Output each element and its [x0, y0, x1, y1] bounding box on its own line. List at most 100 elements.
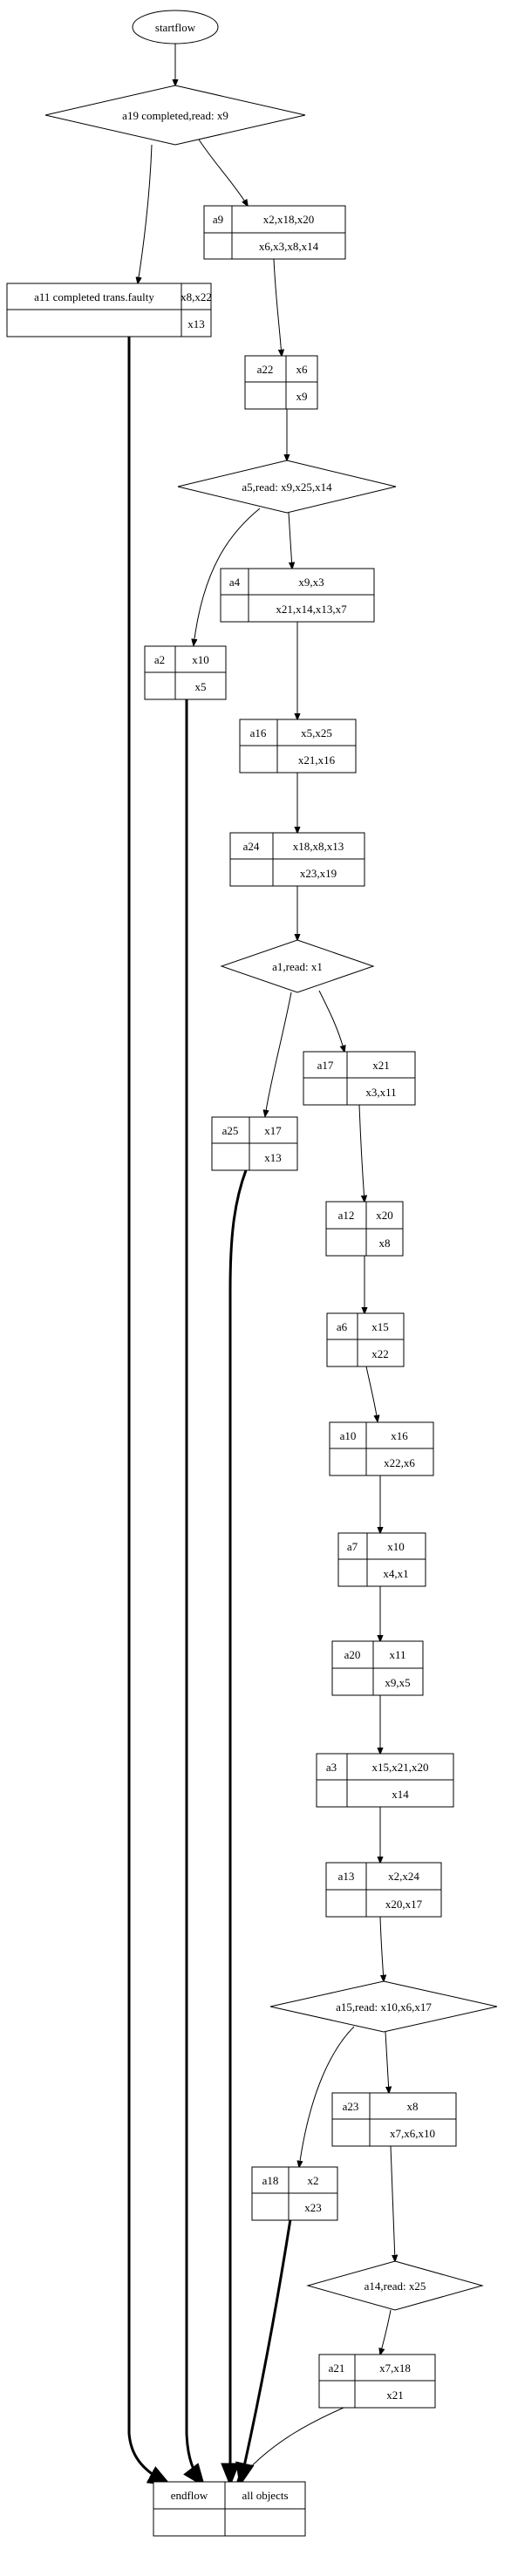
edge-a25-end: [230, 1169, 248, 2482]
record-a6: a6 x15 x22: [326, 1312, 405, 1367]
record-top: x2,x18,x20: [263, 213, 315, 226]
decision-label: a14,read: x25: [365, 2280, 426, 2293]
record-a23: a23 x8 x7,x6,x10: [331, 2092, 457, 2147]
record-top: x20: [376, 1209, 393, 1222]
edge-a17-a12: [358, 1104, 365, 1202]
record-top: x21: [372, 1059, 390, 1072]
record-a17: a17 x21 x3,x11: [303, 1051, 416, 1106]
record-name: a9: [213, 213, 223, 226]
edge-a11-end: [127, 337, 167, 2484]
record-top: x17: [264, 1124, 282, 1137]
record-top: x2,x24: [388, 1870, 419, 1883]
edge-a14-a21: [380, 2309, 392, 2355]
record-bottom: x14: [392, 1788, 409, 1801]
record-name: a2: [154, 653, 165, 666]
record-top: x16: [391, 1429, 408, 1442]
record-bottom: x22: [371, 1347, 389, 1360]
edge-a1-a17: [318, 990, 344, 1052]
record-a9: a9 x2,x18,x20 x6,x3,x8,x14: [203, 205, 346, 260]
record-name: a23: [343, 2100, 359, 2113]
record-bottom: x8: [379, 1237, 391, 1250]
record-a18: a18 x2 x23: [251, 2166, 338, 2221]
decision-a15: a15,read: x10,x6,x17: [269, 1980, 498, 2033]
record-a11: a11 completed trans.faulty x8,x22 x13: [6, 283, 212, 337]
record-top: x7,x18: [379, 2361, 411, 2375]
record-name: a18: [262, 2174, 279, 2187]
edge-a9-a22: [273, 258, 282, 356]
edge-a23-a14: [390, 2145, 395, 2261]
edge-a1-a25: [265, 992, 292, 1116]
record-name: a11 completed trans.faulty: [34, 290, 154, 303]
record-a7: a7 x10 x4,x1: [337, 1532, 426, 1587]
record-a3: a3 x15,x21,x20 x14: [316, 1753, 454, 1808]
record-name: a16: [250, 726, 267, 739]
edge-a15-a23: [385, 2031, 389, 2093]
record-name: a20: [344, 1648, 361, 1661]
record-name: a4: [229, 576, 241, 589]
record-top: x10: [387, 1540, 405, 1553]
record-bottom: x4,x1: [383, 1567, 408, 1580]
record-bottom: x5: [195, 680, 207, 693]
record-bottom: x23: [304, 2201, 322, 2214]
record-top: x9,x3: [298, 576, 324, 589]
record-a24: a24 x18,x8,x13 x23,x19: [229, 832, 365, 887]
record-top: x8,x22: [181, 290, 212, 303]
decision-a1: a1,read: x1: [220, 939, 375, 993]
record-top: x2: [308, 2174, 319, 2187]
record-a20: a20 x11 x9,x5: [331, 1640, 424, 1696]
record-top: x5,x25: [301, 726, 332, 739]
record-bottom: x9: [296, 390, 308, 403]
record-bottom: x21: [386, 2389, 404, 2402]
end-objects-label: all objects: [242, 2489, 288, 2502]
record-a16: a16 x5,x25 x21,x16: [239, 719, 357, 773]
record-bottom: x13: [187, 317, 205, 331]
edge-a15-a18: [299, 2026, 355, 2167]
decision-a5: a5,read: x9,x25,x14: [177, 460, 397, 514]
edge-a19-a9: [198, 139, 248, 206]
end-label: endflow: [171, 2489, 208, 2502]
record-a25: a25 x17 x13: [211, 1116, 298, 1171]
record-a13: a13 x2,x24 x20,x17: [325, 1862, 442, 1918]
edge-a5-a2: [194, 508, 261, 645]
record-top: x11: [389, 1648, 405, 1661]
start-node: startflow: [132, 10, 219, 44]
decision-label: a19 completed,read: x9: [122, 109, 228, 122]
record-a21: a21 x7,x18 x21: [318, 2354, 436, 2409]
record-a22: a22 x6 x9: [244, 355, 318, 410]
edge-a18-end: [241, 2218, 292, 2482]
edge-a13-a15: [379, 1916, 384, 1981]
record-name: a17: [317, 1059, 334, 1072]
decision-a14: a14,read: x25: [306, 2260, 484, 2311]
record-top: x6: [296, 363, 309, 376]
record-a10: a10 x16 x22,x6: [329, 1421, 434, 1476]
record-name: a13: [338, 1870, 355, 1883]
edge-a19-a11: [138, 144, 153, 283]
record-a12: a12 x20 x8: [325, 1201, 404, 1257]
record-name: a10: [340, 1429, 357, 1442]
record-bottom: x21,x16: [298, 753, 336, 767]
record-top: x8: [407, 2100, 419, 2113]
record-name: a6: [337, 1320, 348, 1333]
record-bottom: x21,x14,x13,x7: [276, 603, 347, 616]
record-name: a3: [326, 1761, 337, 1774]
decision-label: a1,read: x1: [272, 960, 323, 973]
record-name: a7: [347, 1540, 358, 1553]
record-bottom: x9,x5: [385, 1676, 410, 1689]
record-top: x15,x21,x20: [372, 1761, 429, 1774]
record-bottom: x20,x17: [385, 1898, 423, 1911]
record-bottom: x7,x6,x10: [390, 2127, 435, 2140]
record-name: a22: [257, 363, 274, 376]
decision-a19: a19 completed,read: x9: [44, 85, 306, 146]
edge-a2-end: [187, 699, 202, 2484]
record-name: a24: [243, 840, 260, 853]
edge-a6-a10: [365, 1366, 378, 1421]
record-top: x15: [371, 1320, 389, 1333]
record-a4: a4 x9,x3 x21,x14,x13,x7: [220, 568, 375, 623]
decision-label: a5,read: x9,x25,x14: [242, 480, 332, 494]
end-node: endflow all objects: [153, 2481, 306, 2537]
record-name: a12: [338, 1209, 355, 1222]
record-bottom: x13: [264, 1151, 282, 1164]
edges: [127, 43, 395, 2484]
record-bottom: x22,x6: [384, 1456, 415, 1469]
record-bottom: x3,x11: [365, 1086, 396, 1099]
